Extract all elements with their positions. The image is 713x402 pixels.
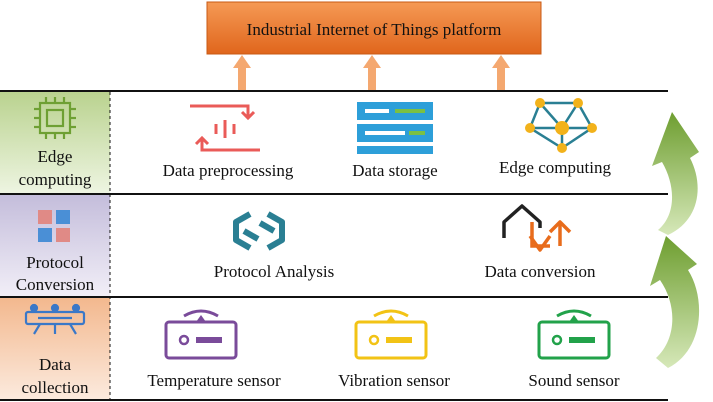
data-conversion-item: Data conversion (485, 204, 596, 281)
protocol-analysis-icon (233, 211, 285, 251)
edge-layer-label-bg (0, 91, 110, 194)
item-label: Temperature sensor (147, 371, 281, 390)
layer-label-line: Conversion (16, 275, 95, 294)
up-arrow (363, 55, 381, 90)
protocol-layer-label-bg (0, 195, 110, 296)
data-storage-icon (357, 102, 433, 154)
protocol-conversion-label: Protocol Conversion (16, 210, 95, 294)
up-arrow (492, 55, 510, 90)
item-label: Data storage (352, 161, 437, 180)
edge-computing-item: Edge computing (499, 98, 611, 177)
upward-arrows (233, 55, 510, 90)
item-label: Data conversion (485, 262, 596, 281)
vibration-sensor-item: Vibration sensor (338, 309, 450, 390)
chip-icon (34, 97, 76, 139)
edge-network-icon (525, 98, 597, 153)
data-conversion-icon (502, 204, 572, 252)
platform-title: Industrial Internet of Things platform (247, 20, 502, 39)
cycle-arrows (650, 112, 700, 368)
vibration-sensor-icon (354, 309, 428, 360)
item-label: Edge computing (499, 158, 611, 177)
item-label: Vibration sensor (338, 371, 450, 390)
grid-squares-icon (38, 210, 70, 242)
layer-label-line: computing (19, 170, 92, 189)
layer-label-line: Edge (38, 147, 73, 166)
collection-layer-label-bg (0, 298, 110, 401)
data-preprocessing-icon (190, 104, 260, 152)
temperature-sensor-icon (164, 309, 238, 360)
layer-label-line: Protocol (26, 253, 84, 272)
data-collection-label: Data collection (21, 303, 89, 397)
protocol-analysis-item: Protocol Analysis (214, 211, 334, 281)
data-storage-item: Data storage (352, 102, 438, 180)
sound-sensor-item: Sound sensor (528, 309, 620, 390)
platform-box: Industrial Internet of Things platform (206, 1, 542, 55)
data-preprocessing-item: Data preprocessing (163, 104, 294, 180)
curved-up-arrow (652, 112, 699, 235)
item-label: Sound sensor (528, 371, 619, 390)
edge-computing-label: Edge computing (19, 97, 92, 189)
layer-dividers (0, 90, 668, 401)
item-label: Protocol Analysis (214, 262, 334, 281)
temperature-sensor-item: Temperature sensor (147, 309, 281, 390)
sound-sensor-icon (537, 309, 611, 360)
up-arrow (233, 55, 251, 90)
layer-label-line: collection (21, 378, 89, 397)
curved-up-arrow (650, 236, 700, 368)
layer-label-line: Data (39, 355, 72, 374)
sensor-network-icon (24, 303, 86, 335)
item-label: Data preprocessing (163, 161, 294, 180)
